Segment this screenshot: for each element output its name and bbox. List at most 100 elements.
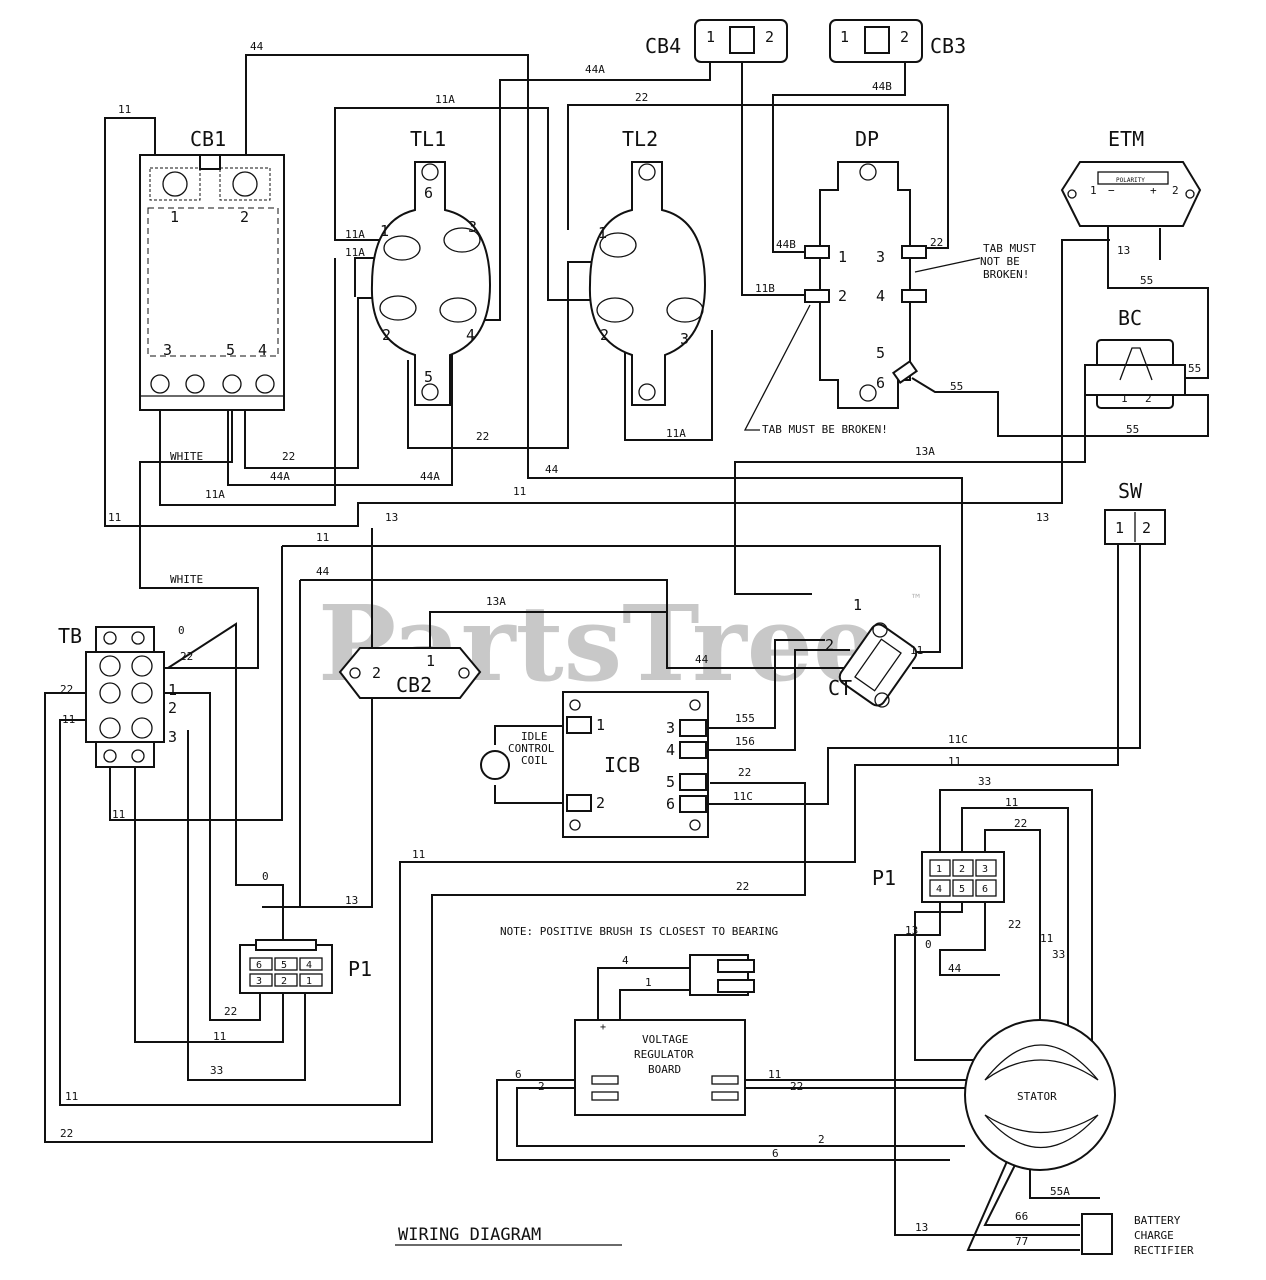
wire-label: 11 bbox=[316, 531, 329, 544]
tab-broken-note: TAB MUST BE BROKEN! bbox=[762, 423, 888, 436]
bc-battery-connector bbox=[1084, 339, 1186, 409]
wire-label: 2 bbox=[538, 1080, 545, 1093]
wire-label: 13A bbox=[915, 445, 935, 458]
vrb-label-3: BOARD bbox=[648, 1063, 681, 1076]
pin-number: 6 bbox=[876, 374, 885, 392]
tab-unbroken-2: NOT BE bbox=[980, 255, 1020, 268]
p1-right-connector bbox=[921, 851, 1005, 903]
tl1-label: TL1 bbox=[410, 127, 446, 151]
pin-numbers: 1 2 3 5 4 6 1 3 2 4 5 1 2 3 1 3 2 4 5 6 … bbox=[163, 28, 1179, 1033]
wire-label: 55 bbox=[950, 380, 963, 393]
wire-label: 13 bbox=[1036, 511, 1049, 524]
vrb-label-2: REGULATOR bbox=[634, 1048, 694, 1061]
pin-number: 1 bbox=[1115, 519, 1124, 537]
pin-number: − bbox=[1108, 184, 1115, 197]
pin-number: 5 bbox=[226, 341, 235, 359]
pin-number: 1 bbox=[306, 976, 312, 987]
wire-label: 44 bbox=[695, 653, 709, 666]
pin-number: 3 bbox=[680, 330, 689, 348]
wire-label: 11 bbox=[118, 103, 131, 116]
ct-label: CT bbox=[828, 676, 852, 700]
pin-number: 1 bbox=[380, 222, 389, 240]
pin-number: 1 bbox=[426, 652, 435, 670]
wire-label: 55 bbox=[1188, 362, 1201, 375]
pin-number: 2 bbox=[600, 326, 609, 344]
wire-label: 33 bbox=[210, 1064, 223, 1077]
pin-number: 1 bbox=[170, 208, 179, 226]
dp-duplex-receptacle bbox=[804, 161, 927, 409]
pin-number: 2 bbox=[1145, 392, 1152, 405]
pin-number: 1 bbox=[853, 596, 862, 614]
pin-number: 4 bbox=[936, 884, 942, 895]
pin-number: 6 bbox=[666, 795, 675, 813]
wire-label: 44B bbox=[872, 80, 892, 93]
pin-number: 1 bbox=[168, 681, 177, 699]
icb-idle-control-board bbox=[480, 691, 709, 838]
pin-number: 1 bbox=[840, 28, 849, 46]
wire-label: 22 bbox=[930, 236, 943, 249]
p1-left-label: P1 bbox=[348, 957, 372, 981]
wire-label: 22 bbox=[282, 450, 295, 463]
wire-label: 13 bbox=[1117, 244, 1130, 257]
voltage-regulator-board bbox=[574, 954, 755, 1116]
pin-number: 1 bbox=[838, 248, 847, 266]
wire-label: 11 bbox=[910, 644, 923, 657]
wire-label: 22 bbox=[180, 650, 193, 663]
pin-number: 1 bbox=[598, 224, 607, 242]
tab-broken-leader bbox=[743, 304, 811, 431]
wire-label: 22 bbox=[60, 683, 73, 696]
tl1-transfer-link bbox=[370, 161, 492, 406]
pin-number: 4 bbox=[306, 960, 312, 971]
wire-label: 11 bbox=[65, 1090, 78, 1103]
pin-number: 2 bbox=[596, 794, 605, 812]
wire-label: 13A bbox=[486, 595, 506, 608]
dp-label: DP bbox=[855, 127, 879, 151]
wire-label: 11 bbox=[412, 848, 425, 861]
pin-number: 3 bbox=[168, 728, 177, 746]
pin-number: 2 bbox=[959, 864, 965, 875]
pin-number: 2 bbox=[765, 28, 774, 46]
wire-label: 22 bbox=[1014, 817, 1027, 830]
wire-label: 155 bbox=[735, 712, 755, 725]
polarity-label: POLARITY bbox=[1116, 177, 1145, 184]
pin-number: 1 bbox=[1121, 392, 1128, 405]
wire-label: 11 bbox=[1040, 932, 1053, 945]
wire-label: 0 bbox=[262, 870, 269, 883]
rectifier-label-2: CHARGE bbox=[1134, 1229, 1174, 1242]
p1-right-label: P1 bbox=[872, 866, 896, 890]
wire-label: 6 bbox=[772, 1147, 779, 1160]
wire-label: 44 bbox=[948, 962, 962, 975]
wire-label: 55A bbox=[1050, 1185, 1070, 1198]
pin-number: 2 bbox=[240, 208, 249, 226]
pin-number: 1 bbox=[936, 864, 942, 875]
bc-label: BC bbox=[1118, 306, 1142, 330]
wire-label: 11 bbox=[213, 1030, 226, 1043]
wire-label: 22 bbox=[224, 1005, 237, 1018]
wire-label: 22 bbox=[476, 430, 489, 443]
vrb-label-1: VOLTAGE bbox=[642, 1033, 688, 1046]
pin-number: 1 bbox=[596, 716, 605, 734]
trademark: ™ bbox=[912, 592, 920, 608]
wire-label: 11A bbox=[345, 228, 365, 241]
wire-label: 44A bbox=[585, 63, 605, 76]
pin-number: 6 bbox=[424, 184, 433, 202]
positive-brush-note: NOTE: POSITIVE BRUSH IS CLOSEST TO BEARI… bbox=[500, 925, 778, 938]
cb2-breaker bbox=[338, 647, 482, 699]
pin-number: 5 bbox=[666, 773, 675, 791]
wire-label: 22 bbox=[736, 880, 749, 893]
notes: NOTE: POSITIVE BRUSH IS CLOSEST TO BEARI… bbox=[395, 242, 1036, 1246]
pin-number: 2 bbox=[825, 636, 834, 654]
rectifier-label-3: RECTIFIER bbox=[1134, 1244, 1194, 1257]
wire-label: 11C bbox=[948, 733, 968, 746]
pin-number: 3 bbox=[163, 341, 172, 359]
pin-number: 5 bbox=[959, 884, 965, 895]
pin-number: + bbox=[1150, 184, 1157, 197]
wire-label: 11 bbox=[768, 1068, 781, 1081]
wire-label: 11A bbox=[345, 246, 365, 259]
tl2-label: TL2 bbox=[622, 127, 658, 151]
wire-label: 55 bbox=[1140, 274, 1153, 287]
pin-number: 1 bbox=[1090, 184, 1097, 197]
wire-label: 0 bbox=[178, 624, 185, 637]
pin-number: 6 bbox=[982, 884, 988, 895]
component-labels: CB1 TL1 TL2 DP ETM BC SW CB4 CB3 TB CB2 … bbox=[58, 34, 1194, 1257]
